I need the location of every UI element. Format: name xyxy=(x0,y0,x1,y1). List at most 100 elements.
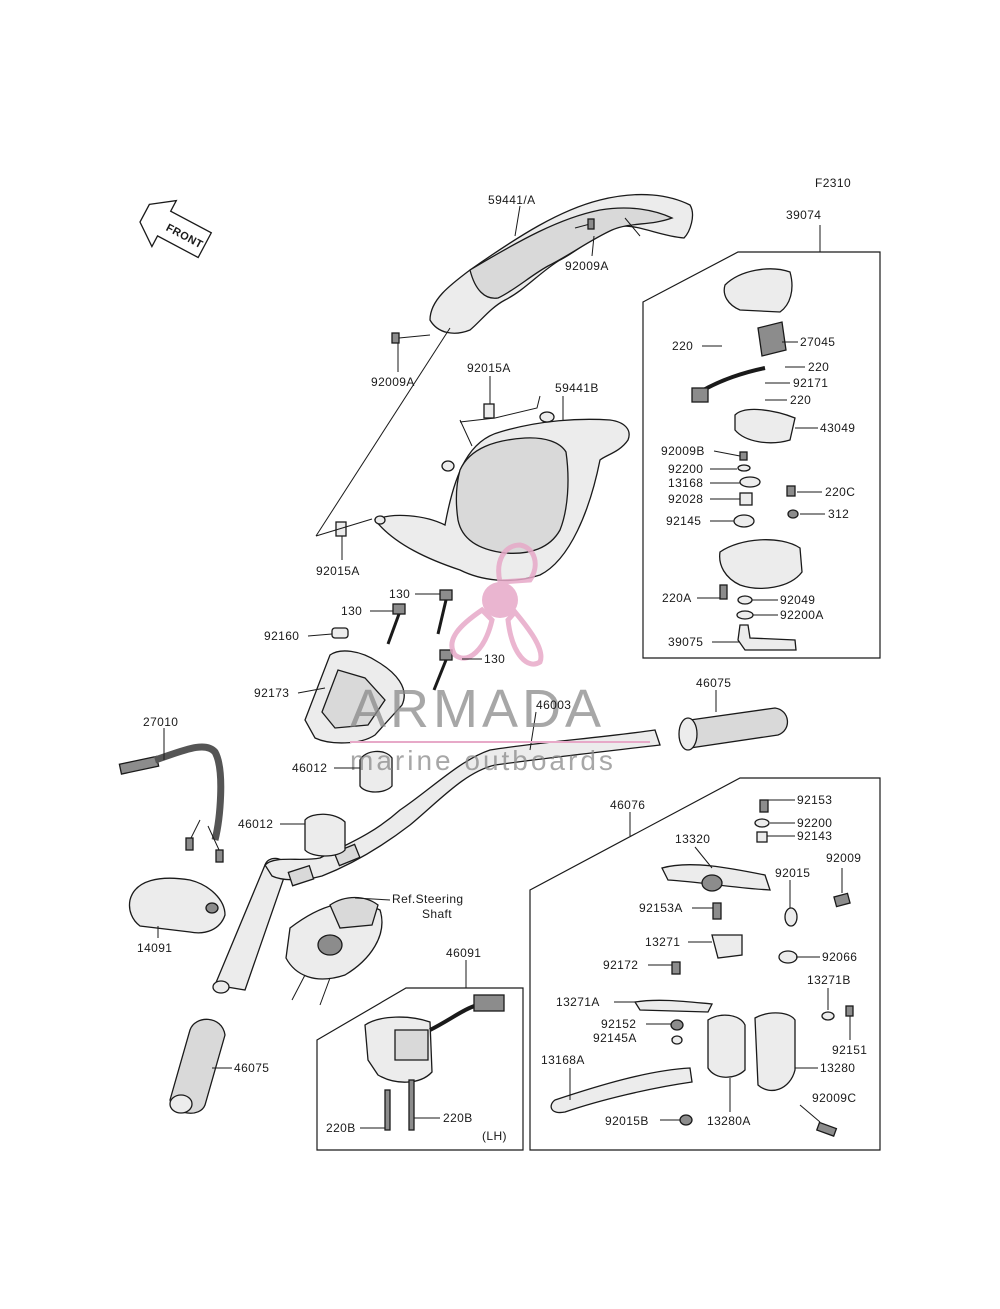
label-92151: 92151 xyxy=(832,1043,867,1057)
cover-43049 xyxy=(734,408,796,444)
leader-lines xyxy=(157,205,851,1129)
screw-92009a-left xyxy=(391,332,431,344)
label-312: 312 xyxy=(828,507,849,521)
label-92145a: 92145A xyxy=(593,1031,637,1045)
label-46091: 46091 xyxy=(446,946,481,960)
label-92200-b: 92200 xyxy=(797,816,832,830)
collar-92015a-lower xyxy=(335,521,347,537)
nut-312 xyxy=(787,509,799,519)
label-46076: 46076 xyxy=(610,798,645,812)
label-43049: 43049 xyxy=(820,421,855,435)
label-220a: 220A xyxy=(662,591,692,605)
label-92172: 92172 xyxy=(603,958,638,972)
label-27010: 27010 xyxy=(143,715,178,729)
label-92009c: 92009C xyxy=(812,1091,856,1105)
label-92200-a: 92200 xyxy=(668,462,703,476)
label-13271a: 13271A xyxy=(556,995,600,1009)
lower-cover-59441b xyxy=(373,411,630,582)
label-13280a: 13280A xyxy=(707,1114,751,1128)
label-92015a-2: 92015A xyxy=(316,564,360,578)
label-lh: (LH) xyxy=(482,1129,507,1143)
label-92015b: 92015B xyxy=(605,1114,649,1128)
label-92009a-1: 92009A xyxy=(565,259,609,273)
label-92200a: 92200A xyxy=(780,608,824,622)
watermark-tagline: marine outboards xyxy=(350,745,616,776)
ref-steering-line-2: Shaft xyxy=(422,907,452,921)
bolt-130-c xyxy=(432,649,453,691)
label-ref-steering-shaft: Ref.Steering Shaft xyxy=(392,892,467,921)
label-13271: 13271 xyxy=(645,935,680,949)
label-92009a-2: 92009A xyxy=(371,375,415,389)
throttle-housing-top xyxy=(691,268,793,403)
label-46012-b: 46012 xyxy=(238,817,273,831)
label-220b-a: 220B xyxy=(326,1121,356,1135)
clamp-46012-lower xyxy=(304,813,346,857)
cover-14091 xyxy=(128,877,226,934)
label-220b-b: 220B xyxy=(443,1111,473,1125)
switch-46091 xyxy=(364,994,505,1131)
screw-220a xyxy=(719,584,728,600)
label-130-b: 130 xyxy=(341,604,362,618)
label-92028: 92028 xyxy=(668,492,703,506)
lever-39075 xyxy=(737,624,797,651)
label-220-a: 220 xyxy=(672,339,693,353)
label-92145: 92145 xyxy=(666,514,701,528)
watermark-brand: ARMADA xyxy=(350,679,605,739)
figure-code: F2310 xyxy=(815,176,851,190)
label-59441a: 59441/A xyxy=(488,193,536,207)
label-92015: 92015 xyxy=(775,866,810,880)
label-46075-a: 46075 xyxy=(234,1061,269,1075)
label-92143: 92143 xyxy=(797,829,832,843)
label-92153: 92153 xyxy=(797,793,832,807)
bolt-130-a xyxy=(436,589,453,635)
label-13320: 13320 xyxy=(675,832,710,846)
sensor-27010 xyxy=(118,743,225,863)
label-130-c: 130 xyxy=(484,652,505,666)
collar-92160 xyxy=(331,627,349,639)
label-220-c: 220 xyxy=(790,393,811,407)
steering-shaft-mount xyxy=(285,896,383,1006)
label-46075-b: 46075 xyxy=(696,676,731,690)
label-92173: 92173 xyxy=(254,686,289,700)
label-92015a-1: 92015A xyxy=(467,361,511,375)
label-92049: 92049 xyxy=(780,593,815,607)
armada-watermark-logo xyxy=(449,542,544,667)
label-13280: 13280 xyxy=(820,1061,855,1075)
label-13168: 13168 xyxy=(668,476,703,490)
clamp-46012-upper xyxy=(359,750,393,793)
group-box-46091 xyxy=(316,987,524,1151)
label-92009b: 92009B xyxy=(661,444,705,458)
label-39075: 39075 xyxy=(668,635,703,649)
collar-92015a-upper xyxy=(483,403,495,419)
part-labels: 59441/A 92009A 92009A 92015A 59441B 9201… xyxy=(137,193,867,1143)
upper-cover-59441a xyxy=(429,193,694,334)
label-39074: 39074 xyxy=(786,208,821,222)
group-box-46076 xyxy=(529,777,881,1151)
label-46012-a: 46012 xyxy=(292,761,327,775)
ref-steering-line-1: Ref.Steering xyxy=(392,892,464,906)
label-92153a: 92153A xyxy=(639,901,683,915)
label-130-a: 130 xyxy=(389,587,410,601)
group-box-39074 xyxy=(642,251,881,659)
washer-stack xyxy=(733,451,761,528)
label-27045: 27045 xyxy=(800,335,835,349)
label-13168a: 13168A xyxy=(541,1053,585,1067)
grip-46075-left xyxy=(169,1018,226,1114)
label-220c: 220C xyxy=(825,485,855,499)
label-92160: 92160 xyxy=(264,629,299,643)
label-59441b: 59441B xyxy=(555,381,599,395)
label-46003: 46003 xyxy=(536,698,571,712)
label-13271b: 13271B xyxy=(807,973,851,987)
throttle-housing-lower xyxy=(719,539,803,589)
screw-220c xyxy=(786,485,796,497)
bolt-130-b xyxy=(386,603,406,645)
front-arrow-icon: FRONT xyxy=(139,199,213,259)
label-92009: 92009 xyxy=(826,851,861,865)
label-220-b: 220 xyxy=(808,360,829,374)
assembly-line xyxy=(459,395,541,423)
screw-92009a-upper xyxy=(574,218,595,230)
brake-lever-assy xyxy=(550,799,854,1137)
grip-46075-right xyxy=(678,707,789,751)
label-92152: 92152 xyxy=(601,1017,636,1031)
